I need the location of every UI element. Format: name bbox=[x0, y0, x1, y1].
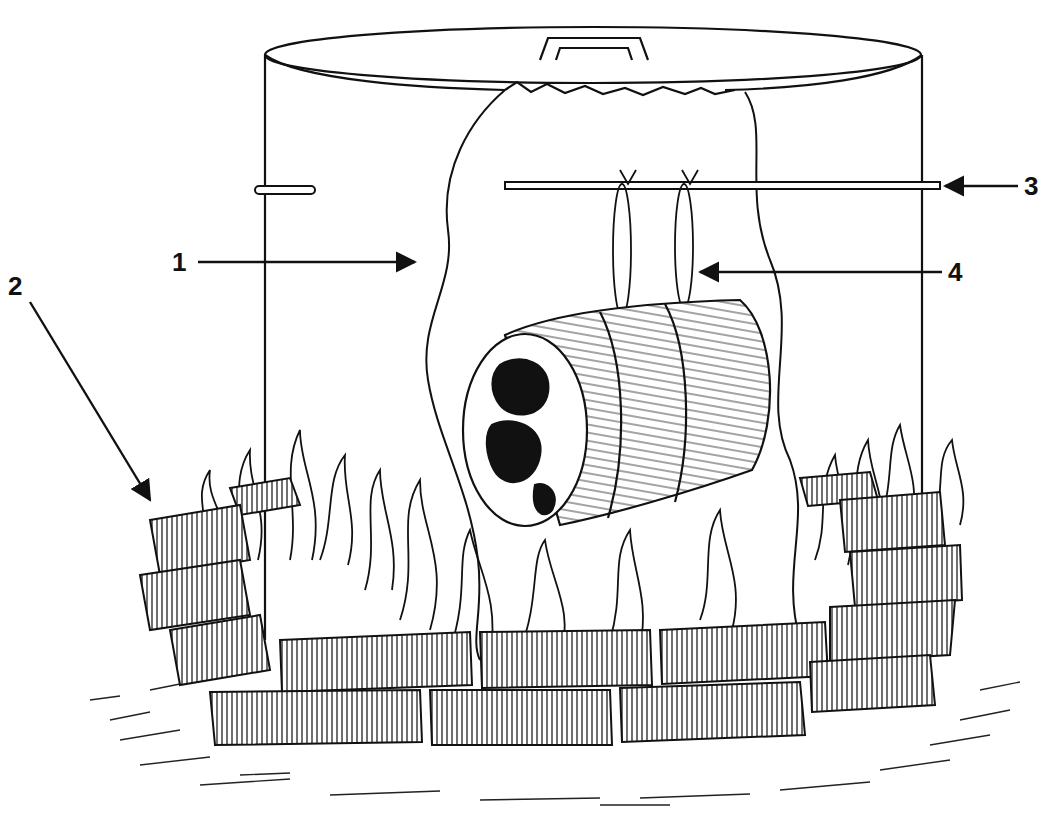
illustration-part bbox=[430, 690, 612, 745]
callout-number: 2 bbox=[8, 272, 22, 300]
illustration-part bbox=[505, 82, 735, 95]
illustration-part bbox=[493, 359, 549, 414]
lid-handle bbox=[540, 38, 648, 60]
illustration-part bbox=[480, 630, 652, 688]
illustration-part bbox=[620, 170, 636, 184]
can-body bbox=[265, 27, 922, 660]
illustration-part bbox=[810, 655, 935, 712]
illustration-part bbox=[265, 27, 921, 83]
illustration-part bbox=[660, 622, 828, 684]
illustration-part bbox=[620, 682, 805, 742]
callout-number: 1 bbox=[172, 248, 186, 276]
illustration-part bbox=[198, 261, 415, 263]
illustration-part bbox=[613, 184, 631, 316]
illustration-part bbox=[264, 55, 266, 640]
illustration-part bbox=[830, 600, 955, 662]
illustration-part bbox=[840, 492, 945, 552]
illustration-part bbox=[280, 632, 472, 692]
leader-arrow bbox=[30, 186, 1018, 500]
illustration-part bbox=[850, 545, 962, 607]
illustration-part bbox=[534, 484, 555, 514]
illustration-part bbox=[365, 470, 394, 590]
illustration-part bbox=[400, 480, 437, 630]
illustration-part bbox=[505, 182, 940, 189]
illustration-part bbox=[210, 690, 422, 745]
callout-number: 4 bbox=[948, 258, 962, 286]
illustration-part bbox=[600, 312, 621, 518]
illustration-part bbox=[463, 334, 587, 526]
illustration-part bbox=[945, 185, 1018, 187]
illustration-part bbox=[675, 184, 693, 308]
illustration-part bbox=[487, 421, 541, 482]
illustration-part bbox=[30, 302, 150, 500]
illustration-part bbox=[700, 271, 942, 273]
illustration-part bbox=[700, 510, 736, 630]
illustration-part bbox=[682, 170, 698, 184]
hanging-wire bbox=[613, 170, 698, 316]
illustration-part bbox=[320, 455, 352, 565]
callout-number: 3 bbox=[1024, 172, 1038, 200]
cutaway-edge bbox=[426, 90, 800, 660]
illustration-part bbox=[665, 304, 686, 502]
brick-ring bbox=[140, 472, 962, 745]
rod bbox=[255, 182, 940, 194]
illustration-part bbox=[610, 530, 643, 645]
meat-roast bbox=[463, 300, 770, 526]
illustration-part bbox=[255, 186, 315, 194]
illustration-part bbox=[725, 55, 922, 90]
illustration-part bbox=[170, 615, 270, 685]
illustration-part bbox=[265, 55, 505, 90]
